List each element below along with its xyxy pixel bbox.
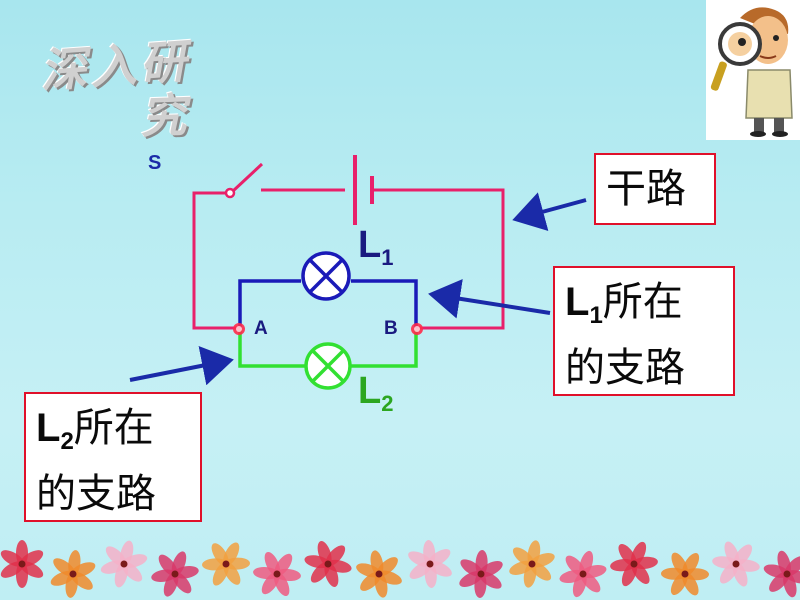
arrow-to-l2-branch — [129, 346, 234, 386]
l1-branch-label-line1: L1所在 — [565, 276, 723, 342]
lamp-l1-letter: L — [358, 224, 382, 266]
flower-icon — [253, 551, 301, 597]
flower-icon — [50, 550, 96, 598]
junction-a — [233, 323, 245, 335]
flower-icon — [763, 550, 800, 598]
main-wires — [192, 188, 505, 330]
lamp-l2-symbol — [304, 342, 352, 390]
main-path-label-box: 干路 — [594, 153, 716, 225]
lamp-l2-subscript: 2 — [381, 391, 394, 416]
lamp-l1-label: L1 — [358, 224, 393, 271]
junction-b — [411, 323, 423, 335]
switch-label: S — [148, 152, 162, 174]
lamp-l1-symbol — [301, 251, 351, 301]
switch-symbol — [224, 162, 264, 199]
l2-branch-wires — [238, 330, 418, 368]
l1-letter: L — [565, 280, 590, 324]
magnifier-character-icon — [706, 0, 800, 140]
flower-icon — [356, 550, 402, 598]
l2-branch-label-line1: L2所在 — [36, 402, 190, 468]
battery-symbol — [353, 155, 374, 225]
flower-icon — [408, 540, 452, 588]
l1-branch-line1-rest: 所在 — [602, 279, 683, 325]
l2-subscript: 2 — [60, 428, 74, 455]
flower-icon — [661, 552, 709, 596]
l1-branch-wires — [238, 279, 418, 328]
flower-icon — [610, 541, 658, 587]
l1-subscript: 1 — [589, 302, 603, 329]
lamp-l2-label: L2 — [358, 370, 393, 417]
main-path-label: 干路 — [606, 166, 686, 212]
flower-icon — [559, 550, 607, 598]
l2-branch-label-line2: 的支路 — [36, 471, 156, 517]
arrow-to-main — [512, 192, 587, 231]
wire-battery-right-main — [373, 188, 505, 330]
arrow-to-l1-branch — [428, 278, 551, 319]
l1-branch-label-box: L1所在 的支路 — [553, 266, 735, 396]
flower-icon — [459, 550, 503, 598]
flower-icon — [202, 542, 250, 586]
node-b-label: B — [384, 318, 398, 339]
flower-icon — [0, 540, 44, 588]
flower-border-icon — [0, 540, 800, 598]
flower-icon — [100, 540, 148, 588]
l2-branch-line1-rest: 所在 — [73, 405, 154, 451]
node-a-label: A — [254, 318, 268, 339]
flower-icon — [304, 541, 352, 587]
l1-branch-label-line2: 的支路 — [565, 345, 685, 391]
l2-letter: L — [36, 406, 61, 450]
lamp-l1-subscript: 1 — [381, 245, 394, 270]
wire-left-main — [192, 191, 240, 330]
flower-icon — [151, 551, 199, 597]
flower-icon — [712, 541, 760, 587]
flower-icon — [509, 540, 555, 588]
l2-branch-label-box: L2所在 的支路 — [24, 392, 202, 522]
lamp-l2-letter: L — [358, 370, 382, 412]
